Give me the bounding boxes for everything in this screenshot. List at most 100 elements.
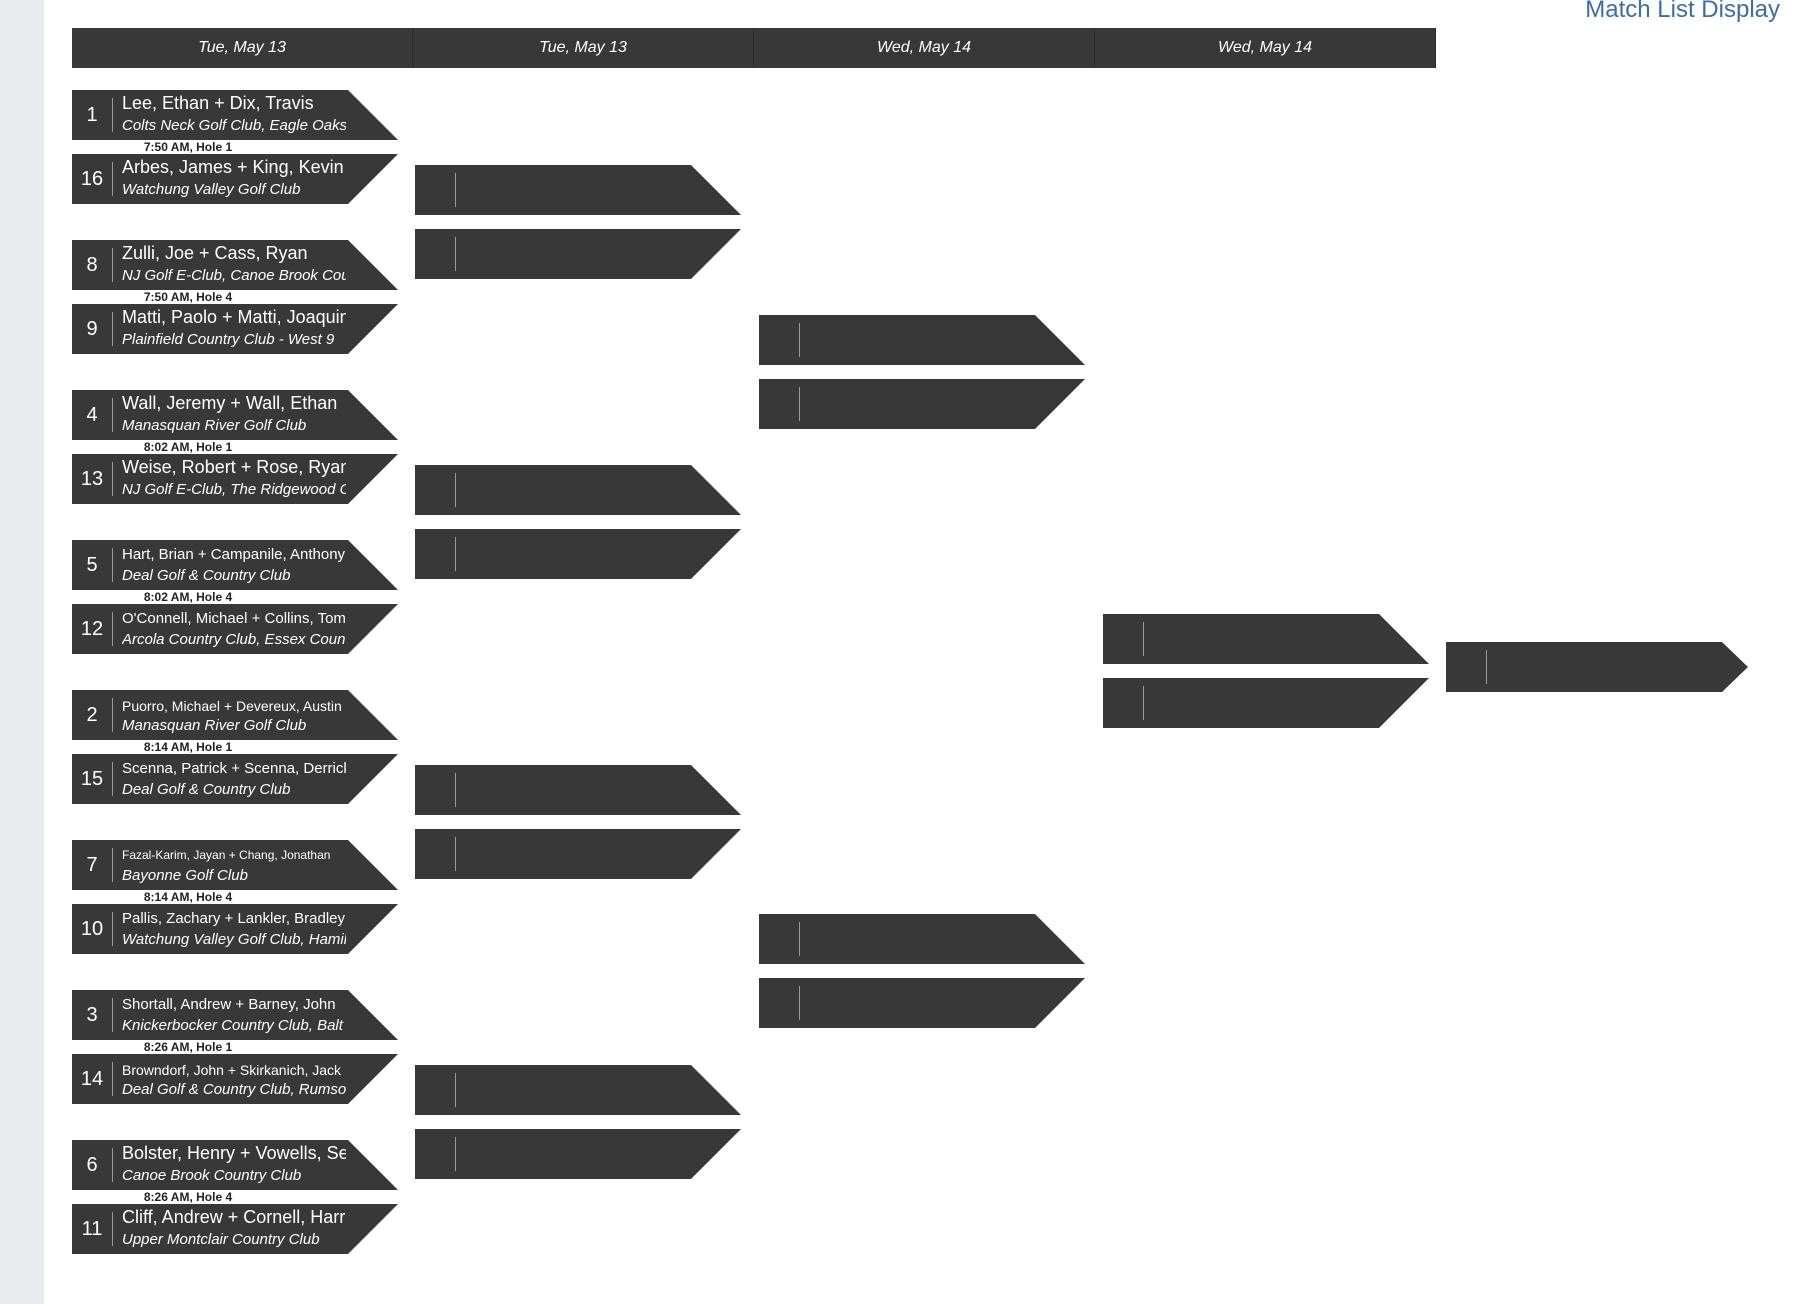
bracket-arrow (348, 604, 398, 654)
divider (112, 698, 113, 732)
round-1-header: Tue, May 13 (72, 28, 413, 68)
team-slot[interactable]: 9 Matti, Paolo + Matti, Joaquin Plainfie… (72, 304, 398, 354)
team-club: Deal Golf & Country Club, Rumsoi (122, 1081, 346, 1098)
team-slot[interactable]: 10 Pallis, Zachary + Lankler, Bradley Wa… (72, 904, 398, 954)
empty-slot[interactable] (759, 379, 1085, 429)
divider (112, 762, 113, 796)
seed: 10 (80, 917, 104, 940)
divider (112, 548, 113, 582)
match-time: 8:26 AM, Hole 4 (143, 1190, 233, 1204)
team-slot[interactable]: 1 Lee, Ethan + Dix, Travis Colts Neck Go… (72, 90, 398, 140)
team-slot[interactable]: 7 Fazal-Karim, Jayan + Chang, Jonathan B… (72, 840, 398, 890)
team-club: Canoe Brook Country Club (122, 1167, 302, 1184)
team-names: Browndorf, John + Skirkanich, Jack (122, 1062, 342, 1078)
divider (799, 986, 800, 1020)
team-slot[interactable]: 12 O'Connell, Michael + Collins, Tom Arc… (72, 604, 398, 654)
seed: 5 (86, 553, 98, 576)
team-slot[interactable]: 8 Zulli, Joe + Cass, Ryan NJ Golf E-Club… (72, 240, 398, 290)
bracket-arrow (348, 904, 398, 954)
team-slot[interactable]: 2 Puorro, Michael + Devereux, Austin Man… (72, 690, 398, 740)
team-club: Colts Neck Golf Club, Eagle Oaks (122, 117, 346, 134)
bracket-arrow (348, 1140, 398, 1190)
team-slot[interactable]: 4 Wall, Jeremy + Wall, Ethan Manasquan R… (72, 390, 398, 440)
divider (1143, 686, 1144, 720)
empty-slot[interactable] (415, 465, 741, 515)
divider (455, 1137, 456, 1171)
bracket-arrow (348, 390, 398, 440)
team-slot[interactable]: 11 Cliff, Andrew + Cornell, Harris Upper… (72, 1204, 398, 1254)
match-time: 8:26 AM, Hole 1 (143, 1040, 233, 1054)
team-names: Zulli, Joe + Cass, Ryan (122, 243, 308, 263)
match-time: 7:50 AM, Hole 4 (143, 290, 233, 304)
divider (455, 537, 456, 571)
bracket-arrow (348, 754, 398, 804)
divider (455, 837, 456, 871)
bracket-arrow (348, 990, 398, 1040)
team-names: Hart, Brian + Campanile, Anthony (122, 546, 346, 563)
team-slot[interactable]: 5 Hart, Brian + Campanile, Anthony Deal … (72, 540, 398, 590)
empty-slot[interactable] (415, 765, 741, 815)
team-club: Watchung Valley Golf Club, Hamil (122, 931, 346, 948)
empty-slot[interactable] (1103, 678, 1429, 728)
seed: 9 (86, 317, 98, 340)
team-names: Cliff, Andrew + Cornell, Harris (122, 1207, 346, 1227)
team-slot[interactable]: 14 Browndorf, John + Skirkanich, Jack De… (72, 1054, 398, 1104)
team-slot[interactable]: 15 Scenna, Patrick + Scenna, Derrick Dea… (72, 754, 398, 804)
round-2-header: Tue, May 13 (413, 28, 754, 68)
bracket-arrow (348, 154, 398, 204)
team-slot[interactable]: 6 Bolster, Henry + Vowells, Sean Canoe B… (72, 1140, 398, 1190)
team-slot[interactable]: 3 Shortall, Andrew + Barney, John Knicke… (72, 990, 398, 1040)
seed: 7 (86, 853, 98, 876)
divider (112, 162, 113, 196)
divider (455, 473, 456, 507)
empty-slot[interactable] (415, 1129, 741, 1179)
bracket-arrow (691, 765, 741, 815)
empty-slot[interactable] (415, 829, 741, 879)
empty-slot[interactable] (759, 315, 1085, 365)
team-slot[interactable]: 13 Weise, Robert + Rose, Ryan NJ Golf E-… (72, 454, 398, 504)
empty-slot[interactable] (415, 229, 741, 279)
team-names: Matti, Paolo + Matti, Joaquin (122, 307, 346, 327)
empty-slot[interactable] (415, 529, 741, 579)
divider (112, 398, 113, 432)
bracket-arrow (348, 540, 398, 590)
bracket-arrow (348, 304, 398, 354)
bracket-arrow (691, 829, 741, 879)
champion-slot[interactable] (1446, 642, 1722, 692)
bracket-arrow (348, 1204, 398, 1254)
divider (455, 1073, 456, 1107)
match-list-display-link[interactable]: Match List Display (1585, 0, 1780, 23)
seed: 11 (81, 1217, 103, 1240)
divider (112, 1148, 113, 1182)
team-slot[interactable]: 16 Arbes, James + King, Kevin Watchung V… (72, 154, 398, 204)
team-club: Deal Golf & Country Club (122, 567, 291, 584)
bracket-arrow (691, 1065, 741, 1115)
empty-slot[interactable] (415, 1065, 741, 1115)
team-club: NJ Golf E-Club, Canoe Brook Cou (122, 267, 346, 284)
bracket-arrow (348, 840, 398, 890)
empty-slot[interactable] (759, 914, 1085, 964)
seed: 3 (86, 1003, 98, 1026)
seed: 14 (80, 1067, 104, 1090)
empty-slot[interactable] (415, 165, 741, 215)
team-names: Shortall, Andrew + Barney, John (122, 996, 336, 1013)
bracket-arrow (348, 240, 398, 290)
seed: 2 (86, 703, 98, 726)
divider (112, 248, 113, 282)
team-names: Arbes, James + King, Kevin (122, 157, 344, 177)
bracket-arrow (691, 529, 741, 579)
team-club: Manasquan River Golf Club (122, 417, 307, 434)
round-4-header: Wed, May 14 (1095, 28, 1436, 68)
empty-slot[interactable] (759, 978, 1085, 1028)
empty-slot[interactable] (1103, 614, 1429, 664)
divider (799, 387, 800, 421)
team-names: Puorro, Michael + Devereux, Austin (122, 698, 342, 714)
team-names: Weise, Robert + Rose, Ryan (122, 457, 346, 477)
team-club: Plainfield Country Club - West 9 (122, 331, 335, 348)
divider (112, 98, 113, 132)
round-3-header: Wed, May 14 (754, 28, 1095, 68)
divider (1143, 622, 1144, 656)
team-names: Bolster, Henry + Vowells, Sean (122, 1143, 346, 1163)
team-club: NJ Golf E-Club, The Ridgewood C (122, 481, 346, 498)
team-names: Pallis, Zachary + Lankler, Bradley (122, 910, 346, 927)
